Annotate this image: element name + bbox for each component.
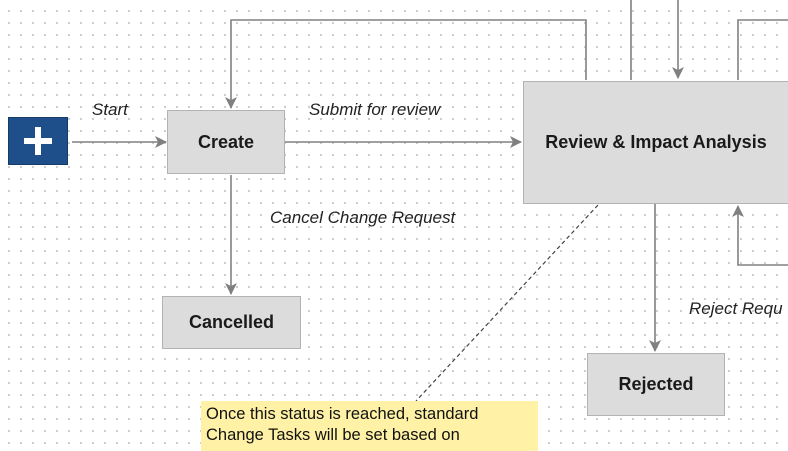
node-create[interactable]: Create (167, 110, 285, 174)
edge-label-start: Start (92, 100, 128, 119)
start-node[interactable] (8, 117, 68, 165)
plus-icon (24, 127, 52, 155)
edge-label-reject-request: Reject Requ (689, 299, 783, 318)
node-review-impact-analysis[interactable]: Review & Impact Analysis (523, 81, 788, 204)
edge-label-submit-for-review: Submit for review (309, 100, 441, 119)
node-cancelled[interactable]: Cancelled (162, 296, 301, 349)
node-rejected[interactable]: Rejected (587, 353, 725, 416)
note-line-1: Once this status is reached, standard (206, 405, 479, 423)
note-connector (415, 204, 599, 402)
edge-label-cancel-change-request: Cancel Change Request (270, 208, 456, 227)
note-line-2: Change Tasks will be set based on (206, 426, 460, 444)
edge-into-review-from-right (732, 205, 788, 266)
edge-review-right-offscreen (737, 19, 788, 80)
edge-review-back-to-create (225, 19, 587, 109)
status-note: Once this status is reached, standard Ch… (201, 401, 538, 451)
